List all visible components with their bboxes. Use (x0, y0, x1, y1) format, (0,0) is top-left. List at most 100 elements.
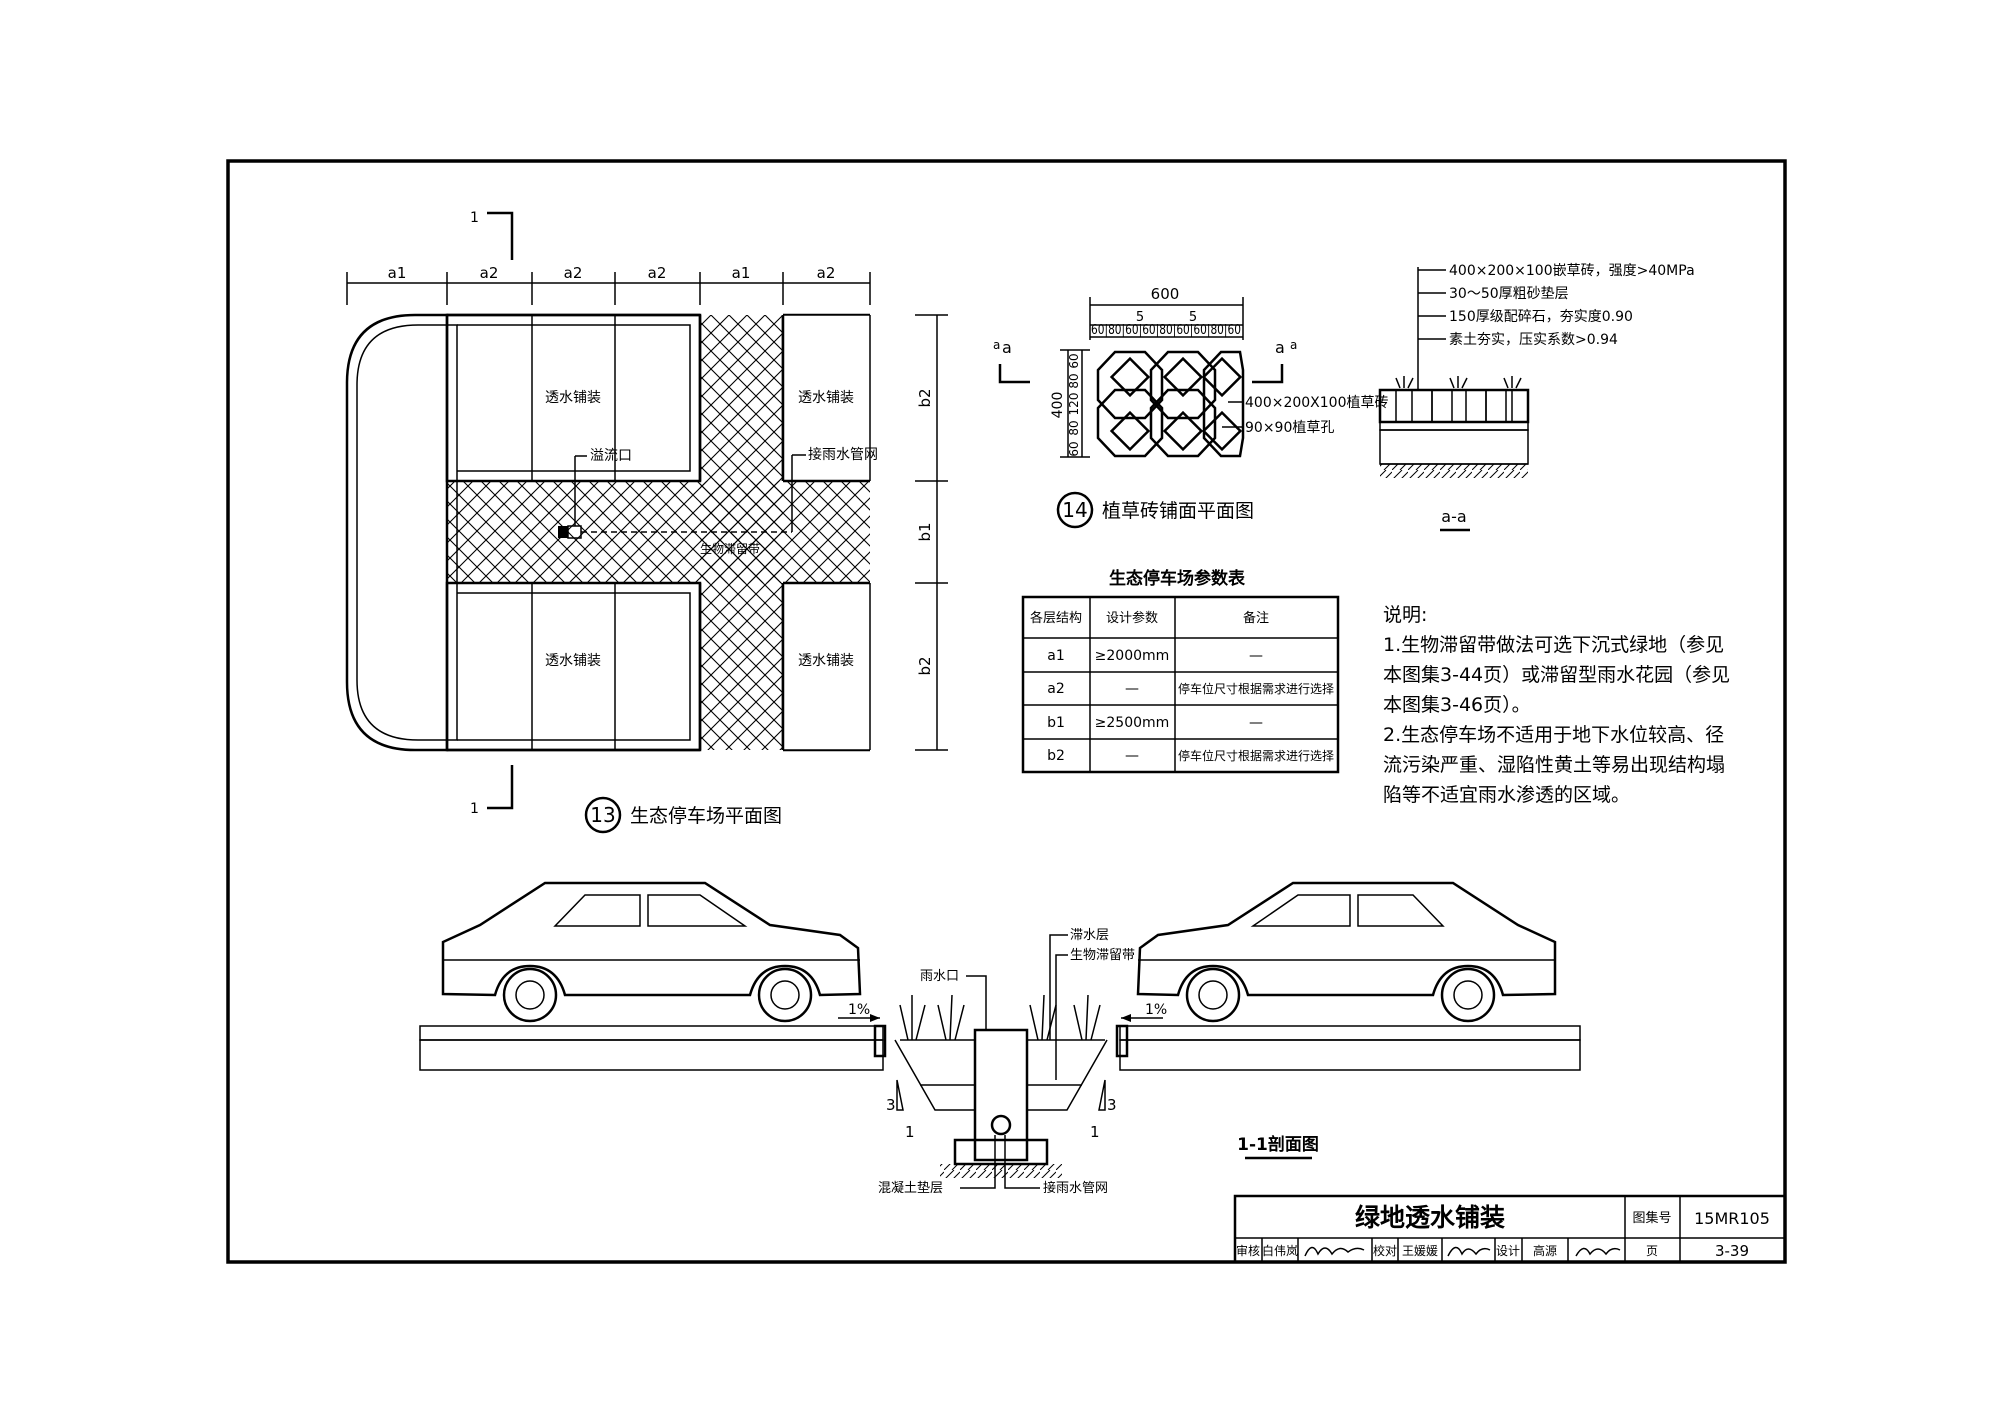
end-island (345, 313, 449, 752)
label-brick: 400×200X100植草砖 (1245, 395, 1389, 411)
slope-ratio-left-1: 1 (905, 1123, 915, 1141)
brick-vdim-3: 120 (1067, 393, 1081, 416)
brick-subdim-2: 5 (1189, 310, 1197, 325)
notes-line-6: 陷等不适宜雨水渗透的区域。 (1383, 784, 1631, 806)
slope-ratio-right-3: 3 (1107, 1096, 1117, 1114)
th-param: 设计参数 (1106, 610, 1158, 626)
cell-r4-c2: — (1125, 748, 1139, 764)
brick-seg-dims: 60|80|60|60|80|60|60|80|60 (1091, 323, 1241, 338)
cell-r1-c1: a1 (1047, 648, 1065, 664)
cut-label-left: a (1002, 338, 1012, 357)
car-left (441, 881, 862, 1023)
rain-inlet-shaft (973, 1028, 1029, 1162)
designer-name: 高源 (1533, 1243, 1557, 1258)
plan-14-circle (1056, 491, 1094, 529)
drain-pipe (990, 1114, 1012, 1136)
notes-line-1: 1.生物滞留带做法可选下沉式绿地（参见 (1383, 634, 1725, 656)
paving-label-3: 透水铺装 (545, 653, 601, 669)
slope-ratio-left-3: 3 (886, 1096, 896, 1114)
section-mark-top: 1 (470, 210, 479, 226)
pipe-label: 接雨水管网 (808, 446, 878, 463)
cut-mark-right: a (1290, 338, 1297, 352)
cell-r2-c1: a2 (1047, 681, 1065, 697)
param-table: 生态停车场参数表 各层结构 设计参数 备注 a1 ≥2000mm — a2 — … (1021, 568, 1340, 774)
dim-right-1: b2 (916, 388, 934, 407)
grass-brick-plan: 600 5 5 60|80|60|60|80|60|60|80|60 400 6… (993, 285, 1389, 529)
table-title: 生态停车场参数表 (1109, 568, 1246, 589)
notes-line-4: 2.生态停车场不适用于地下水位较高、径 (1383, 724, 1725, 746)
designer-signature (1575, 1247, 1621, 1257)
section-aa: 400×200×100嵌草砖，强度>40MPa 30～50厚粗砂垫层 150厚级… (1378, 263, 1695, 532)
section-11: 3 1 3 1 1% 1% 雨水口 滞水层 生物滞留带 混凝土垫层 接雨水管网 (419, 881, 1581, 1196)
bioretention-strip (447, 481, 870, 583)
plan-13-title: 生态停车场平面图 (630, 805, 782, 827)
slope-left: 1% (848, 1002, 870, 1018)
aa-layer-2: 30～50厚粗砂垫层 (1449, 286, 1569, 302)
page-number: 3-39 (1715, 1242, 1749, 1260)
cell-r3-c1: b1 (1047, 715, 1065, 731)
th-note: 备注 (1243, 610, 1269, 626)
checker-name: 王媛媛 (1402, 1244, 1438, 1258)
sheet-border (226, 159, 1787, 1264)
brick-height: 400 (1050, 392, 1066, 419)
cell-r3-c3: — (1249, 715, 1263, 731)
strip-label: 生物滞留带 (700, 542, 760, 556)
notes-heading: 说明: (1383, 604, 1428, 626)
dim-top-1: a1 (388, 264, 407, 282)
cell-r2-c2: — (1125, 681, 1139, 697)
title-block: 绿地透水铺装 图集号 15MR105 审核 白伟岚 校对 王媛媛 设计 高源 页… (1233, 1194, 1787, 1264)
paving-label-1: 透水铺装 (545, 390, 601, 406)
brick-vdim-4: 80 (1067, 420, 1081, 435)
paving-label-2: 透水铺装 (798, 390, 854, 406)
slope-right: 1% (1145, 1002, 1167, 1018)
brick-vdim-1: 60 (1067, 353, 1081, 368)
cut-label-right: a (1275, 338, 1285, 357)
notes-line-3: 本图集3-46页）。 (1383, 694, 1531, 716)
brick-width: 600 (1151, 285, 1180, 303)
overflow-label: 溢流口 (590, 448, 632, 464)
dim-right-3: b2 (916, 656, 934, 675)
review-label: 审核 (1236, 1243, 1260, 1258)
atlas-number: 15MR105 (1694, 1209, 1770, 1228)
dim-top-5: a1 (732, 264, 751, 282)
pipe-out-label: 接雨水管网 (1043, 1180, 1108, 1196)
dim-top-3: a2 (564, 264, 583, 282)
design-label: 设计 (1496, 1244, 1520, 1258)
aa-layer-3: 150厚级配碎石，夯实度0.90 (1449, 309, 1633, 325)
notes-line-5: 流污染严重、湿陷性黄土等易出现结构塌 (1383, 754, 1726, 776)
car-right (1136, 881, 1557, 1023)
cell-r3-c2: ≥2500mm (1095, 715, 1170, 731)
overflow-inlet (558, 526, 568, 538)
cell-r4-c1: b2 (1047, 748, 1065, 764)
plan-14-number: 14 (1062, 498, 1087, 522)
section-mark-bottom: 1 (470, 801, 479, 817)
layer-strip-label: 生物滞留带 (1070, 948, 1135, 963)
aa-title: a-a (1441, 507, 1466, 526)
section-11-title: 1-1剖面图 (1237, 1134, 1319, 1155)
aa-layer-4: 素土夯实，压实系数>0.94 (1449, 332, 1618, 348)
brick-vdim-5: 60 (1067, 441, 1081, 456)
parking-plan: a1 a2 a2 a2 a1 a2 b2 b1 b2 (345, 210, 948, 834)
cell-r4-c3: 停车位尺寸根据需求进行选择 (1178, 748, 1334, 763)
reviewer-signature (1304, 1246, 1365, 1257)
brick-subdim-1: 5 (1136, 310, 1144, 325)
th-structure: 各层结构 (1030, 610, 1082, 626)
plan-13-circle (584, 796, 622, 834)
notes-line-2: 本图集3-44页）或滞留型雨水花园（参见 (1383, 664, 1731, 686)
concrete-label: 混凝土垫层 (878, 1180, 943, 1196)
atlas-label: 图集号 (1632, 1210, 1671, 1226)
reviewer-name: 白伟岚 (1262, 1243, 1298, 1258)
cut-mark-left: a (993, 338, 1000, 352)
dim-top-4: a2 (648, 264, 667, 282)
plan-13-number: 13 (590, 803, 615, 827)
dim-right-2: b1 (916, 522, 934, 541)
page-label: 页 (1646, 1244, 1658, 1258)
dim-top-6: a2 (817, 264, 836, 282)
checker-signature (1447, 1246, 1491, 1257)
notes: 说明: 1.生物滞留带做法可选下沉式绿地（参见 本图集3-44页）或滞留型雨水花… (1383, 600, 1755, 810)
paving-label-4: 透水铺装 (798, 653, 854, 669)
check-label: 校对 (1373, 1243, 1397, 1258)
sheet-title: 绿地透水铺装 (1355, 1203, 1505, 1232)
cell-r1-c2: ≥2000mm (1095, 648, 1170, 664)
